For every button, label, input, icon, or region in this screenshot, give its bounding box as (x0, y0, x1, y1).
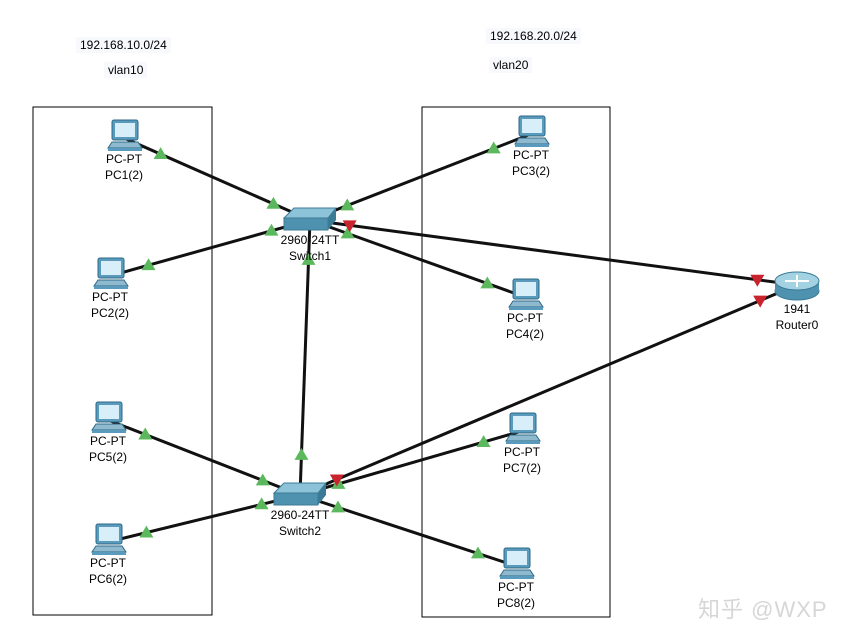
link-status-sw1-icon (340, 198, 355, 211)
vlan20-name-note: vlan20 (489, 57, 533, 73)
pc4-pc-icon[interactable] (508, 278, 544, 310)
device-name: Switch2 (278, 524, 322, 538)
link-status-sw2-icon (294, 448, 309, 460)
link-sw1-r0[interactable] (309, 218, 798, 287)
pc8-pc-icon[interactable] (499, 547, 535, 579)
pc7-pc-icon[interactable] (505, 412, 541, 444)
vlan10-area (32, 106, 213, 616)
device-model: PC-PT (106, 152, 142, 166)
vlan10-name-note: vlan10 (104, 62, 148, 78)
device-name: PC3(2) (511, 164, 550, 178)
device-name: PC2(2) (90, 306, 129, 320)
device-model: 1941 (783, 302, 811, 316)
device-name: PC8(2) (496, 596, 535, 610)
device-model: PC-PT (90, 556, 126, 570)
link-status-sw2-icon (255, 473, 270, 486)
link-status-sw2-icon (329, 474, 344, 487)
device-name: PC7(2) (502, 461, 541, 475)
device-model: PC-PT (504, 445, 540, 459)
device-model: PC-PT (513, 148, 549, 162)
device-model: 2960-24TT (270, 508, 330, 522)
link-status-sw1-icon (342, 220, 357, 233)
link-status-pc6-icon (139, 525, 154, 538)
pc6-pc-icon[interactable] (91, 523, 127, 555)
pc6-label: PC-PT PC6(2) (68, 555, 148, 587)
link-status-r0-icon (753, 295, 768, 308)
link-status-pc2-icon (141, 258, 156, 271)
link-pc1-sw1[interactable] (123, 136, 311, 222)
device-model: 2960-24TT (280, 233, 340, 247)
link-status-sw1-icon (266, 196, 281, 209)
device-model: PC-PT (92, 290, 128, 304)
link-status-sw2-icon (330, 500, 345, 513)
link-pc6-sw2[interactable] (107, 493, 301, 544)
pc3-label: PC-PT PC3(2) (491, 147, 571, 179)
pc1-pc-icon[interactable] (107, 119, 143, 151)
pc2-label: PC-PT PC2(2) (70, 289, 150, 321)
pc4-label: PC-PT PC4(2) (485, 310, 565, 342)
device-name: PC1(2) (104, 168, 143, 182)
link-pc2-sw1[interactable] (109, 218, 311, 278)
pc1-label: PC-PT PC1(2) (84, 151, 164, 183)
device-name: Router0 (775, 318, 819, 332)
pc8-label: PC-PT PC8(2) (476, 579, 556, 611)
pc3-pc-icon[interactable] (514, 115, 550, 147)
pc5-pc-icon[interactable] (91, 401, 127, 433)
link-status-pc5-icon (138, 427, 153, 440)
device-name: PC6(2) (88, 572, 127, 586)
link-status-pc8-icon (471, 546, 486, 559)
watermark: 知乎 @WXP (698, 597, 828, 622)
link-status-pc7-icon (476, 435, 491, 447)
link-status-sw2-icon (254, 497, 269, 510)
vlan10-subnet-note: 192.168.10.0/24 (76, 37, 171, 53)
device-name: PC4(2) (505, 327, 544, 341)
device-model: PC-PT (507, 311, 543, 325)
vlan20-subnet-note: 192.168.20.0/24 (486, 28, 581, 44)
link-status-pc4-icon (480, 276, 495, 289)
sw1-label: 2960-24TT Switch1 (270, 232, 350, 264)
link-sw2-r0[interactable] (299, 283, 798, 497)
vlan20-area (421, 106, 611, 618)
pc2-pc-icon[interactable] (93, 257, 129, 289)
pc7-label: PC-PT PC7(2) (482, 444, 562, 476)
device-model: PC-PT (498, 580, 534, 594)
device-name: Switch1 (288, 249, 332, 263)
sw2-label: 2960-24TT Switch2 (260, 507, 340, 539)
device-model: PC-PT (90, 434, 126, 448)
link-status-pc1-icon (153, 147, 168, 160)
link-status-r0-icon (750, 274, 765, 287)
pc5-label: PC-PT PC5(2) (68, 433, 148, 465)
link-status-pc3-icon (486, 141, 501, 154)
r0-router-icon[interactable] (774, 271, 820, 301)
device-name: PC5(2) (88, 450, 127, 464)
link-status-sw1-icon (340, 226, 355, 239)
sw2-switch-icon[interactable] (272, 482, 328, 506)
sw1-switch-icon[interactable] (282, 207, 338, 231)
link-status-sw1-icon (264, 223, 279, 236)
link-status-sw1-icon (301, 252, 316, 265)
